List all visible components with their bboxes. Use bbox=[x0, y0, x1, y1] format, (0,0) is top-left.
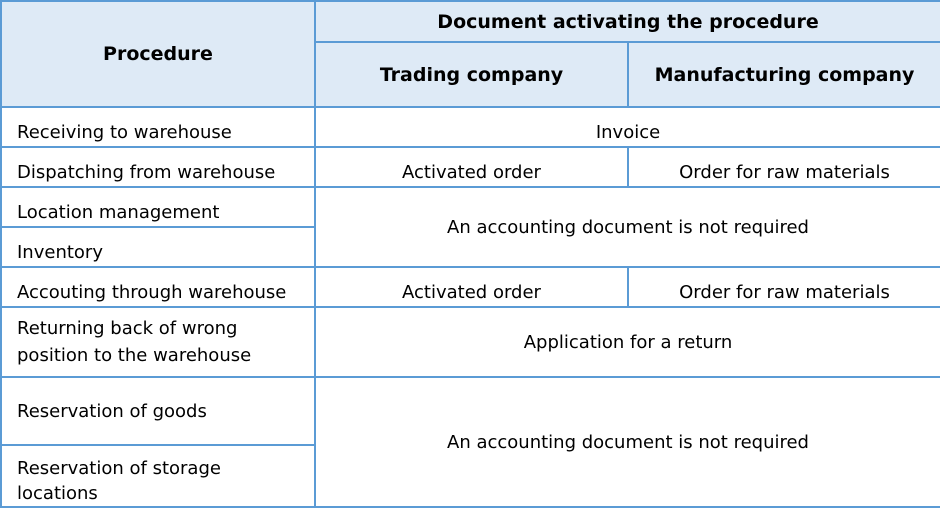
table-row: Dispatching from warehouse Activated ord… bbox=[0, 146, 940, 188]
document-cell: Application for a return bbox=[313, 306, 940, 378]
procedure-cell: Receiving to warehouse bbox=[0, 106, 316, 148]
procedure-cell: Accouting through warehouse bbox=[0, 266, 316, 308]
trading-document-cell: Activated order bbox=[314, 266, 629, 308]
header-document-activating: Document activating the procedure bbox=[313, 0, 940, 43]
document-cell: Invoice bbox=[313, 106, 940, 148]
table-row: Reservation of storage locations bbox=[0, 444, 940, 508]
manufacturing-document-cell: Order for raw materials bbox=[626, 146, 940, 188]
procedure-cell: Dispatching from warehouse bbox=[0, 146, 316, 188]
table-row: Reservation of goods An accounting docum… bbox=[0, 376, 940, 508]
table-row: Accouting through warehouse Activated or… bbox=[0, 266, 940, 308]
procedure-cell: Reservation of goods bbox=[0, 376, 316, 446]
procedure-cell: Returning back of wrong position to the … bbox=[0, 306, 316, 378]
trading-document-cell: Activated order bbox=[314, 146, 629, 188]
document-cell: An accounting document is not required bbox=[313, 376, 940, 508]
header-manufacturing-company: Manufacturing company bbox=[626, 41, 940, 108]
procedure-cell: Reservation of storage locations bbox=[0, 444, 316, 508]
table-row: Inventory bbox=[0, 226, 940, 268]
manufacturing-document-cell: Order for raw materials bbox=[626, 266, 940, 308]
header-procedure: Procedure bbox=[0, 0, 316, 108]
table-row: Receiving to warehouse Invoice bbox=[0, 106, 940, 148]
table-row: Returning back of wrong position to the … bbox=[0, 306, 940, 378]
procedure-cell: Location management bbox=[0, 186, 316, 228]
table-row: Location management An accounting docume… bbox=[0, 186, 940, 268]
document-cell: An accounting document is not required bbox=[313, 186, 940, 268]
header-trading-company: Trading company bbox=[314, 41, 629, 108]
procedure-cell: Inventory bbox=[0, 226, 316, 268]
